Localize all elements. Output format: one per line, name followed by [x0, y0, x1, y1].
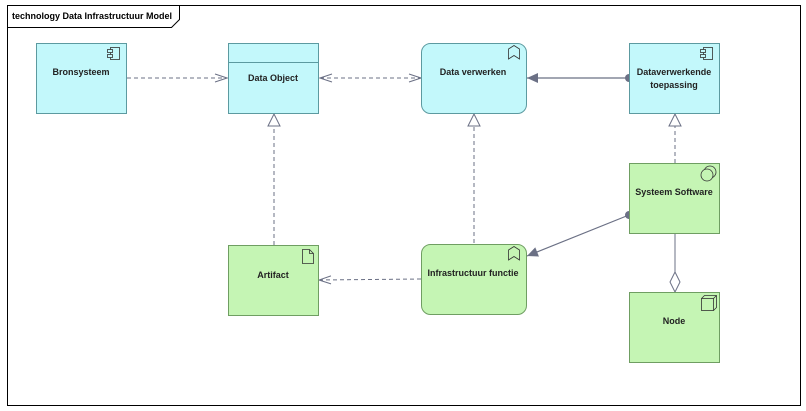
assignment-systeem-software-to-infrastructuur[interactable] [526, 211, 633, 257]
toepassing-label-line1: Dataverwerkende [637, 67, 712, 77]
element-data-object[interactable]: Data Object [228, 43, 319, 114]
bronsysteem-label: Bronsysteem [52, 67, 109, 77]
component-icon [700, 47, 713, 60]
function-icon [508, 246, 520, 261]
element-systeem-software[interactable]: Systeem Software [629, 163, 720, 234]
element-infrastructuur-functie[interactable]: Infrastructuur functie [421, 244, 527, 315]
data-verwerken-label: Data verwerken [440, 67, 507, 77]
connectors [127, 73, 675, 292]
artifact-icon [302, 249, 314, 264]
element-node[interactable]: Node [629, 292, 720, 363]
element-dataverwerkende-toepassing[interactable]: Dataverwerkende toepassing [629, 43, 720, 114]
access-infrastructuur-to-artifact[interactable] [319, 279, 422, 280]
node-label: Node [663, 316, 686, 326]
diagram-title: technology Data Infrastructuur Model [12, 11, 172, 21]
node-icon [701, 295, 717, 311]
infrastructuur-functie-label: Infrastructuur functie [427, 268, 518, 278]
diagram-title-tab [7, 5, 180, 28]
system-software-icon [700, 165, 717, 182]
element-bronsysteem[interactable]: Bronsysteem [36, 43, 127, 114]
function-icon [508, 45, 520, 60]
component-icon [107, 47, 120, 60]
element-artifact[interactable]: Artifact [228, 245, 319, 316]
toepassing-label-line2: toepassing [650, 80, 698, 90]
systeem-software-label: Systeem Software [635, 187, 713, 197]
data-object-label: Data Object [248, 73, 298, 83]
element-data-verwerken[interactable]: Data verwerken [421, 43, 527, 114]
artifact-label: Artifact [257, 270, 289, 280]
